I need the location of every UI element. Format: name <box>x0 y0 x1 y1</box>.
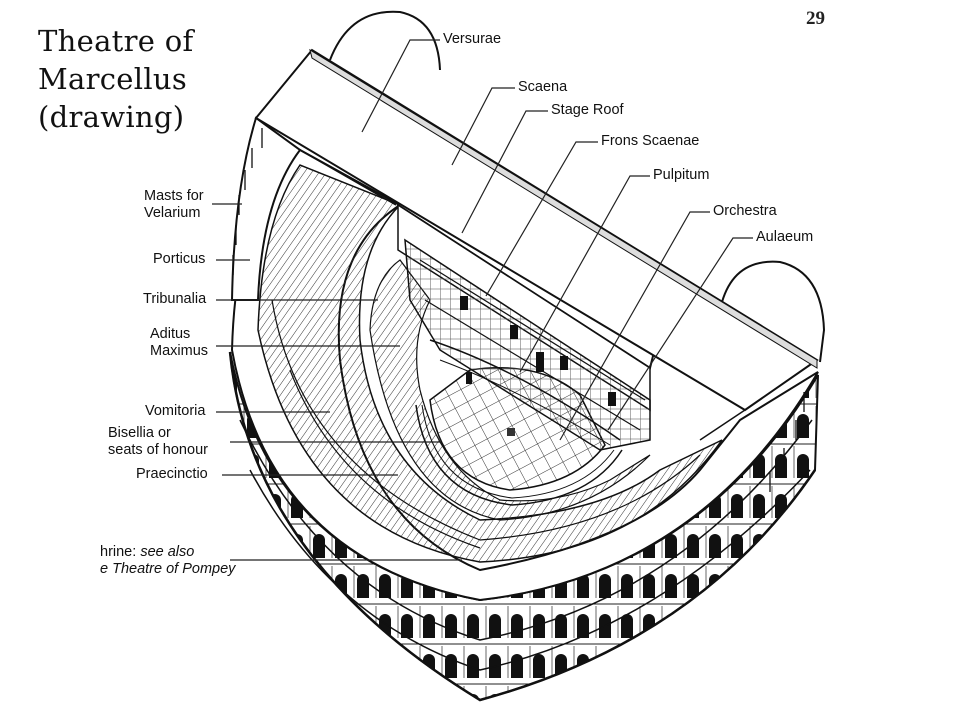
versurae-right-dome <box>721 260 826 363</box>
aditus-line-2: Maximus <box>150 343 209 359</box>
label-scaena: Scaena <box>518 79 568 95</box>
bisellia-line-2: seats of honour <box>108 442 208 458</box>
leader-lines <box>212 39 753 561</box>
label-praecinctio: Praecinctio <box>136 466 208 482</box>
slide-title: Theatre of Marcellus (drawing) <box>38 22 208 136</box>
velarium-masts <box>232 128 805 492</box>
shrine-text-b: see also <box>140 544 195 560</box>
label-aulaeum: Aulaeum <box>756 229 814 245</box>
masts-line-2: Velarium <box>144 205 201 221</box>
roof-slab <box>230 48 819 441</box>
label-masts-for-velarium: Masts for Velarium <box>144 188 204 222</box>
label-shrine: hrine: see also e Theatre of Pompey <box>100 544 235 578</box>
title-line-3: (drawing) <box>38 100 185 134</box>
label-versurae: Versurae <box>443 31 502 47</box>
title-line-1: Theatre of <box>38 24 194 58</box>
aditus-line-1: Aditus <box>150 326 191 342</box>
label-pulpitum: Pulpitum <box>653 167 710 183</box>
shrine-text-c: e Theatre of Pompey <box>100 561 236 577</box>
label-porticus: Porticus <box>153 251 206 267</box>
label-orchestra: Orchestra <box>713 203 777 219</box>
title-line-2: Marcellus <box>38 62 188 96</box>
shrine-text-a: hrine: <box>100 544 141 560</box>
label-stage-roof: Stage Roof <box>551 102 624 118</box>
label-vomitoria: Vomitoria <box>145 403 206 419</box>
versurae-left-dome <box>329 10 441 71</box>
label-aditus-maximus: Aditus Maximus <box>150 326 208 360</box>
label-tribunalia: Tribunalia <box>143 291 207 307</box>
page-number: 29 <box>806 8 825 29</box>
bisellia-line-1: Bisellia or <box>108 425 171 441</box>
label-frons-scaenae: Frons Scaenae <box>601 133 700 149</box>
label-bisellia: Bisellia or seats of honour <box>108 425 208 459</box>
masts-line-1: Masts for <box>144 188 204 204</box>
